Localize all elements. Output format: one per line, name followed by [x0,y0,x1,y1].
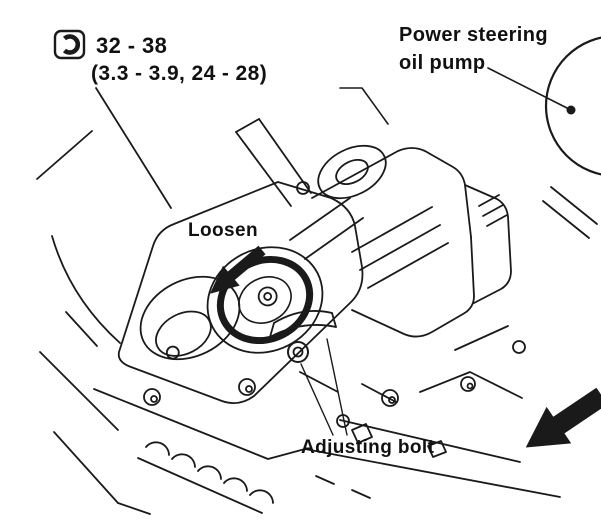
torque-spec-value: 32 - 38 [96,33,168,58]
torque-leader-line [339,87,389,125]
engine-block [53,186,598,515]
power-steering-label-line2: oil pump [399,52,486,74]
torque-spec-alt-units: (3.3 - 3.9, 24 - 28) [91,62,268,85]
torque-wrench-icon [53,29,86,60]
front-direction-arrow [525,387,601,448]
loosen-label: Loosen [188,220,258,241]
pump-body [311,147,512,338]
adjusting-bolt-leader-line [326,338,348,436]
mounting-bracket [117,181,364,405]
adjusting-bolt-label: Adjusting bolt [301,437,435,458]
pump-leader-line [487,67,568,109]
loosen-arrow [209,245,266,294]
power-steering-label-line1: Power steering [399,24,548,46]
adjusting-bolt [287,341,309,363]
power-steering-pump-circle [544,36,601,176]
pump-leader-dot [566,105,576,115]
